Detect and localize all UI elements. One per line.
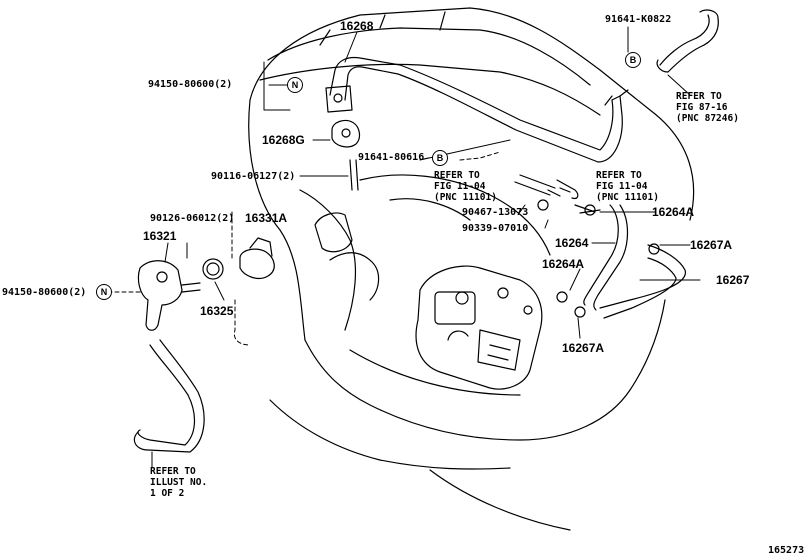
part-16267a-lower-label: 16267A bbox=[562, 341, 605, 355]
hose-upper-right bbox=[656, 9, 719, 73]
part-91641-k0822-label: 91641-K0822 bbox=[605, 14, 672, 25]
b-badge: B bbox=[625, 52, 641, 68]
leader-lines bbox=[107, 26, 701, 469]
part-94150-80600-top-label: 94150-80600(2) bbox=[148, 79, 233, 90]
part-16264a-upper-label: 16264A bbox=[652, 205, 695, 219]
n-badge: N bbox=[287, 77, 303, 93]
hose-clamps bbox=[537, 199, 660, 318]
part-16264-label: 16264 bbox=[555, 236, 589, 250]
part-90116-06127-label: 90116-06127(2) bbox=[211, 171, 296, 182]
lower-hose bbox=[133, 339, 205, 453]
part-90467-13073-label: 90467-13073 bbox=[462, 207, 529, 218]
part-16267a-right-label: 16267A bbox=[690, 238, 733, 252]
part-90126-06012-label: 90126-06012(2) bbox=[150, 213, 235, 224]
part-16268-label: 16268 bbox=[340, 19, 374, 33]
part-16264a-lower-label: 16264A bbox=[542, 257, 585, 271]
part-16325-label: 16325 bbox=[200, 304, 234, 318]
refer-note-illust: REFER TO ILLUST NO. 1 OF 2 bbox=[150, 466, 208, 499]
refer-note-fig87: REFER TO FIG 87-16 (PNC 87246) bbox=[676, 91, 739, 124]
part-16321-label: 16321 bbox=[143, 229, 177, 243]
diagram-number: 165273 bbox=[768, 545, 805, 556]
water-pipe-16268 bbox=[325, 56, 629, 163]
thermostat-parts bbox=[202, 237, 275, 280]
engine-block-outline bbox=[248, 7, 695, 531]
part-16267-label: 16267 bbox=[716, 273, 750, 287]
throttle-body bbox=[415, 265, 543, 390]
refer-note-fig11-left: REFER TO FIG 11-04 (PNC 11101) bbox=[434, 170, 497, 203]
refer-note-fig11-right: REFER TO FIG 11-04 (PNC 11101) bbox=[596, 170, 659, 203]
gasket-16268g bbox=[331, 119, 361, 148]
part-90339-07010-label: 90339-07010 bbox=[462, 223, 529, 234]
part-94150-80600-left-label: 94150-80600(2) bbox=[2, 287, 87, 298]
b-badge: B bbox=[432, 150, 448, 166]
n-badge: N bbox=[96, 284, 112, 300]
part-91641-80616-label: 91641-80616 bbox=[358, 152, 425, 163]
part-16331a-label: 16331A bbox=[245, 211, 288, 225]
part-16268g-label: 16268G bbox=[262, 133, 305, 147]
water-inlet-16321 bbox=[137, 159, 359, 331]
